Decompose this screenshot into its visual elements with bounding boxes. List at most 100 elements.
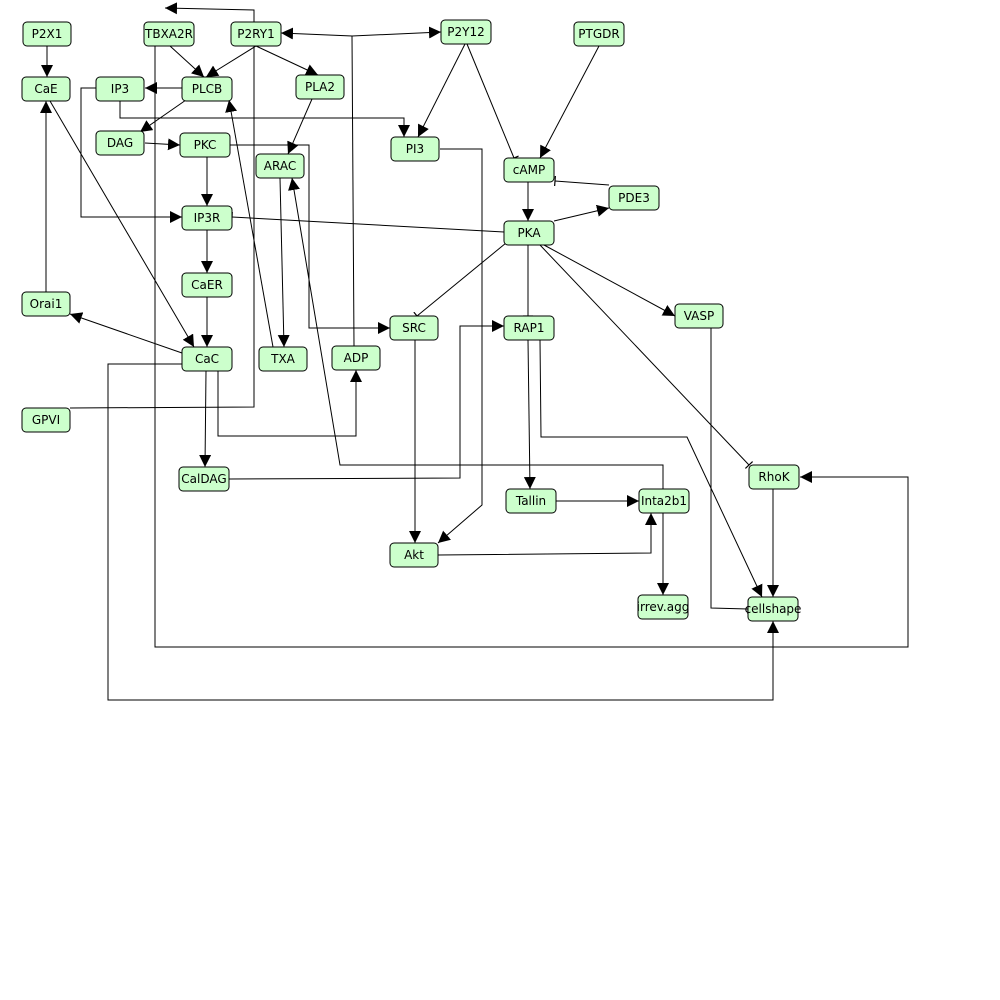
node-label: CaE [34,82,57,96]
node-cellshape[interactable]: cellshape [745,596,802,622]
edge-p2ry1-to-plcb [205,45,257,78]
node-gpvi[interactable]: GPVI [21,407,71,433]
node-box [230,21,282,47]
node-box [637,594,689,620]
node-label: RhoK [758,470,790,484]
node-src[interactable]: SRC [389,315,439,341]
node-ptgdr[interactable]: PTGDR [573,21,625,47]
edge-ip3-to-ip3r [80,87,182,223]
edge-ip3-to-pi3 [119,101,410,137]
node-label: ADP [344,351,369,365]
edge-cae-to-cac [49,100,195,348]
node-label: CaC [195,352,219,366]
node-label: IP3R [194,211,221,225]
node-irrev-agg[interactable]: irrev.agg [637,594,690,620]
edge-cac-to-cellshape [107,363,779,701]
node-box [181,272,233,298]
node-ip3r[interactable]: IP3R [181,205,233,231]
node-label: P2RY1 [237,27,274,41]
node-box [505,488,557,514]
node-box [608,185,660,211]
node-box [95,76,145,102]
edge-tbxa2r-to-plcb [169,45,205,78]
node-vasp[interactable]: VASP [674,303,724,329]
node-box [258,346,308,372]
node-box [21,291,71,317]
node-caldag[interactable]: CalDAG [178,466,230,492]
node-cac[interactable]: CaC [181,346,233,372]
node-label: PLCB [192,82,223,96]
edge-p2ry1-to-pla2 [255,45,319,76]
edge-gpvi-to-tbxa2r [69,2,255,409]
edge-dag-to-pkc [144,138,181,151]
node-tbxa2r[interactable]: TBXA2R [143,21,195,47]
node-p2x1[interactable]: P2X1 [22,21,72,47]
node-plcb[interactable]: PLCB [181,76,233,102]
edge-pka-to-pde3 [553,204,610,222]
node-rap1[interactable]: RAP1 [503,315,555,341]
node-box [390,136,440,162]
edge-pka-to-ip3r [231,211,505,233]
node-box [22,21,72,47]
node-pde3[interactable]: PDE3 [608,185,660,211]
node-box [747,596,799,622]
edge-p2y12-to-camp [466,43,519,161]
node-box [503,157,555,183]
node-box [440,19,492,45]
edge-pkc-to-src [230,144,390,334]
node-inta2b1[interactable]: Inta2b1 [638,488,690,514]
node-tallin[interactable]: Tallin [505,488,557,514]
node-label: PLA2 [305,80,335,94]
node-label: PKC [194,138,217,152]
nodes-layer: P2X1 TBXA2R P2RY1 P2Y12 PTGDR CaE IP3 PLCB PLA2D… [21,19,802,622]
node-orai1[interactable]: Orai1 [21,291,71,317]
node-box [389,315,439,341]
node-label: Tallin [515,494,546,508]
node-label: ARAC [264,159,296,173]
node-pla2[interactable]: PLA2 [295,74,345,100]
node-label: P2X1 [32,27,63,41]
edge-txa-to-plcb [225,99,274,348]
node-box [178,466,230,492]
node-box [331,345,381,371]
node-caer[interactable]: CaER [181,272,233,298]
node-label: TBXA2R [144,27,193,41]
node-box [21,407,71,433]
node-box [255,153,305,179]
node-ip3[interactable]: IP3 [95,76,145,102]
node-pi3[interactable]: PI3 [390,136,440,162]
edge-akt-to-inta2b1 [437,513,657,556]
edge-vasp-to-cellshape [710,328,749,615]
node-label: cAMP [513,163,545,177]
node-p2y12[interactable]: P2Y12 [440,19,492,45]
node-pka[interactable]: PKA [503,220,555,246]
node-adp[interactable]: ADP [331,345,381,371]
node-box [181,205,233,231]
node-dag[interactable]: DAG [95,130,145,156]
node-txa[interactable]: TXA [258,346,308,372]
edge-inta2b1-to-arac [288,177,664,489]
edge-plcb-to-dag [139,99,187,133]
node-cae[interactable]: CaE [21,76,71,102]
edge-pka-to-src [413,242,507,321]
node-box [295,74,345,100]
node-rhok[interactable]: RhoK [748,464,800,490]
node-box [638,488,690,514]
node-label: Akt [404,548,424,562]
node-p2ry1[interactable]: P2RY1 [230,21,282,47]
edge-pka-to-vasp [543,244,676,317]
node-camp[interactable]: cAMP [503,157,555,183]
edge-pla2-to-arac [287,98,313,155]
node-label: PKA [517,226,541,240]
edge-adp-to-p2y12 [351,26,442,39]
node-box [503,315,555,341]
node-akt[interactable]: Akt [389,542,439,568]
node-box [181,76,233,102]
node-arac[interactable]: ARAC [255,153,305,179]
node-label: GPVI [32,413,60,427]
node-label: CalDAG [181,472,226,486]
node-box [21,76,71,102]
node-pkc[interactable]: PKC [179,132,231,158]
edge-rap1-to-cellshape [539,339,763,598]
